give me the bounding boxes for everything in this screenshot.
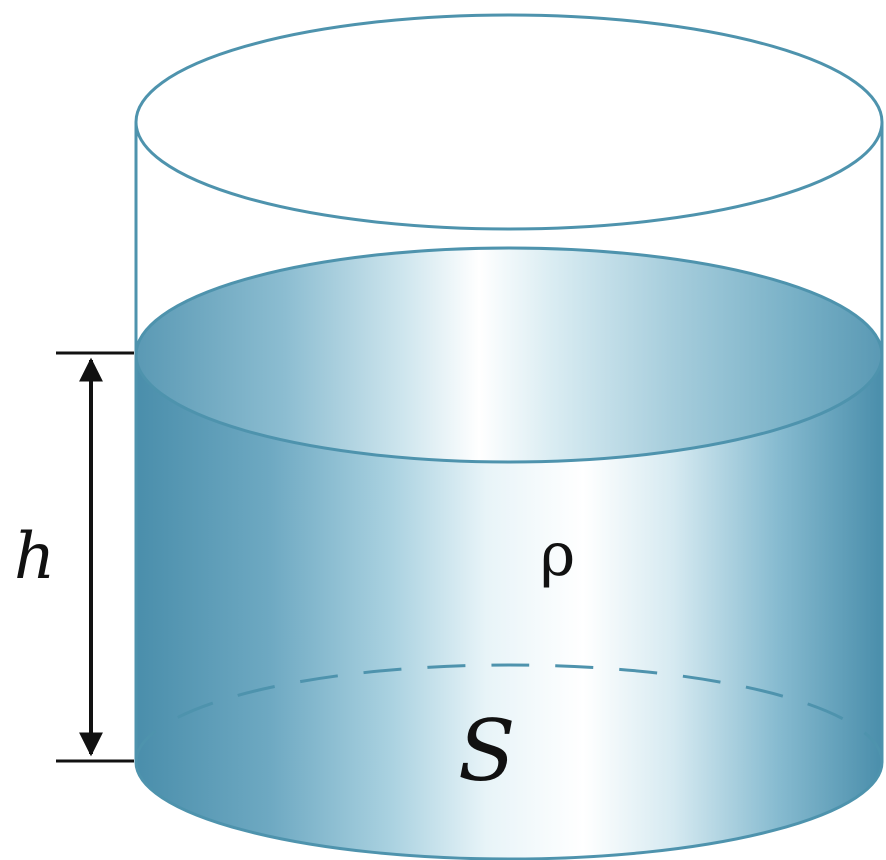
height-label: h [14,520,55,594]
base-area-label: S [458,702,516,800]
base-hidden-edge [134,663,884,763]
container-bottom-rim [134,761,884,860]
density-label: ρ [540,520,575,590]
container-top-rim [134,13,884,231]
liquid-surface [134,246,884,464]
liquid-body [136,355,882,859]
